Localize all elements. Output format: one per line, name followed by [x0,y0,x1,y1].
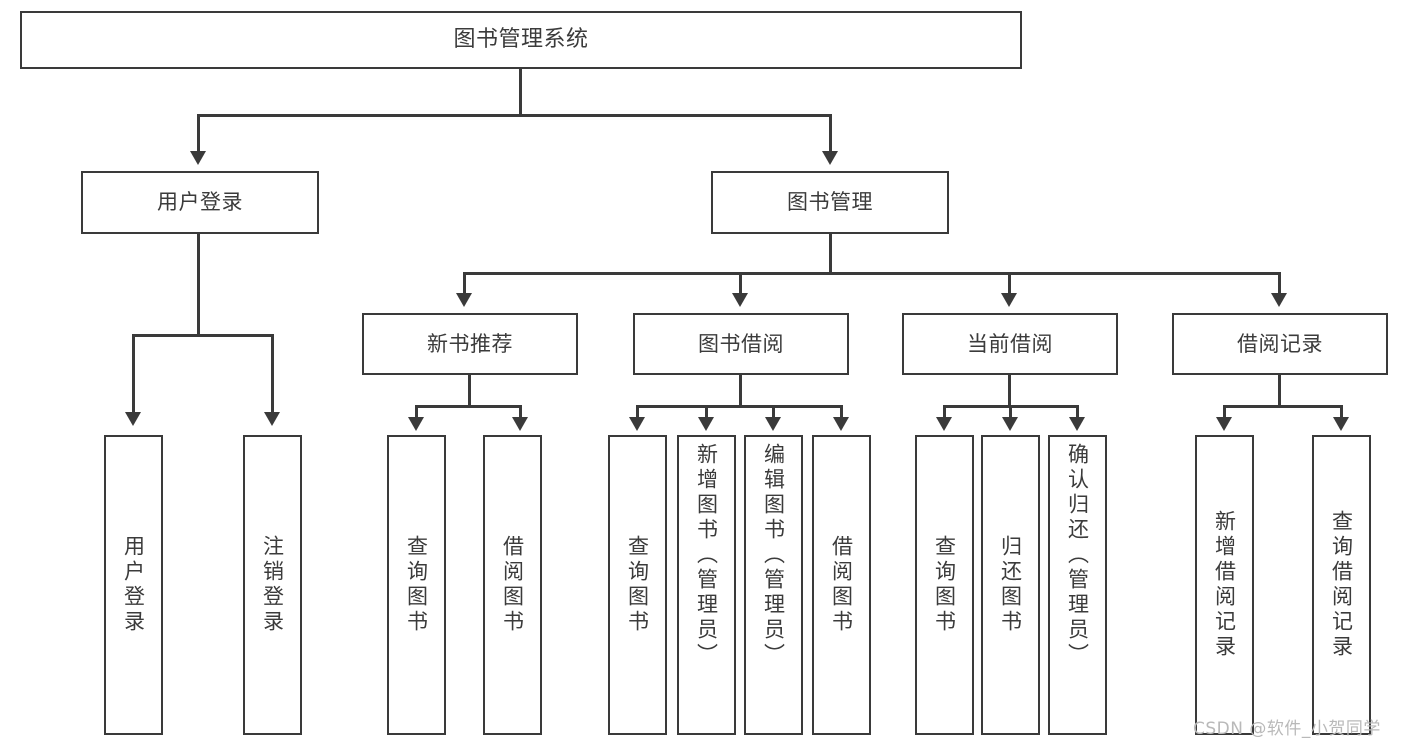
leaf-current-search-label: 查询图书 [932,535,957,635]
leaf-new-book-search-label: 查询图书 [404,535,429,635]
edge-user-login-bar [132,334,274,337]
leaf-current-return[interactable]: 归还图书 [981,435,1040,735]
edge-user-login-child2 [271,334,274,416]
leaf-new-book-borrow[interactable]: 借阅图书 [483,435,542,735]
edge-current-borrow-c2 [1009,405,1012,419]
edge-book-manage-bar [463,272,1281,275]
edge-user-login-child1 [132,334,135,416]
node-borrow-record-label: 借阅记录 [1237,331,1323,356]
edge-user-login-stem [197,234,200,335]
leaf-new-book-borrow-label: 借阅图书 [500,535,525,635]
leaf-logout[interactable]: 注销登录 [243,435,302,735]
edge-book-borrow-stem [739,375,742,407]
node-new-book-recommend[interactable]: 新书推荐 [362,313,578,375]
edge-borrow-record-stem [1278,375,1281,407]
leaf-record-add[interactable]: 新增借阅记录 [1195,435,1254,735]
arrow-book-borrow-c4 [833,417,849,431]
node-borrow-record[interactable]: 借阅记录 [1172,313,1388,375]
edge-new-book-stem [468,375,471,407]
node-root[interactable]: 图书管理系统 [20,11,1022,69]
arrow-root-to-book-manage [822,151,838,165]
arrow-current-borrow-c3 [1069,417,1085,431]
edge-root-to-user-login [197,114,200,154]
arrow-book-borrow-c3 [765,417,781,431]
leaf-current-return-label: 归还图书 [998,535,1023,635]
leaf-logout-label: 注销登录 [260,535,285,635]
leaf-current-search[interactable]: 查询图书 [915,435,974,735]
edge-book-borrow-c3 [772,405,775,419]
node-book-borrow-label: 图书借阅 [698,331,784,356]
edge-root-to-book-manage [829,114,832,154]
node-book-manage-label: 图书管理 [787,190,873,215]
leaf-borrow-book[interactable]: 借阅图书 [812,435,871,735]
leaf-record-add-label: 新增借阅记录 [1212,510,1237,660]
node-new-book-recommend-label: 新书推荐 [427,331,513,356]
edge-current-borrow-c1 [943,405,946,419]
leaf-borrow-search-label: 查询图书 [625,535,650,635]
arrow-bm-to-new-book [456,293,472,307]
leaf-borrow-search[interactable]: 查询图书 [608,435,667,735]
arrow-current-borrow-c1 [936,417,952,431]
edge-book-borrow-bar [636,405,842,408]
edge-bm-to-current-borrow [1008,272,1011,296]
edge-bm-to-new-book [463,272,466,296]
edge-book-borrow-c4 [840,405,843,419]
node-current-borrow[interactable]: 当前借阅 [902,313,1118,375]
edge-new-book-c1 [415,405,418,419]
arrow-new-book-c1 [408,417,424,431]
arrow-root-to-user-login [190,151,206,165]
node-root-label: 图书管理系统 [453,27,589,53]
edge-root-stem [519,68,522,114]
leaf-borrow-add-book[interactable]: 新增图书（管理员） [677,435,736,735]
node-current-borrow-label: 当前借阅 [967,331,1053,356]
leaf-user-login-label: 用户登录 [121,535,146,635]
edge-new-book-c2 [519,405,522,419]
node-user-login[interactable]: 用户登录 [81,171,319,234]
leaf-current-confirm-return[interactable]: 确认归还（管理员） [1048,435,1107,735]
arrow-user-login-child2 [264,412,280,426]
edge-current-borrow-stem [1008,375,1011,407]
edge-new-book-bar [415,405,522,408]
arrow-book-borrow-c2 [698,417,714,431]
watermark-text: CSDN @软件_小贺同学 [1193,719,1381,739]
leaf-new-book-search[interactable]: 查询图书 [387,435,446,735]
arrow-bm-to-book-borrow [732,293,748,307]
arrow-user-login-child1 [125,412,141,426]
arrow-bm-to-current-borrow [1001,293,1017,307]
edge-borrow-record-c1 [1223,405,1226,419]
edge-current-borrow-c3 [1076,405,1079,419]
leaf-record-search[interactable]: 查询借阅记录 [1312,435,1371,735]
node-book-borrow[interactable]: 图书借阅 [633,313,849,375]
leaf-borrow-add-book-label: 新增图书（管理员） [694,443,719,668]
node-user-login-label: 用户登录 [157,190,243,215]
node-book-manage[interactable]: 图书管理 [711,171,949,234]
edge-borrow-record-c2 [1340,405,1343,419]
leaf-record-search-label: 查询借阅记录 [1329,510,1354,660]
edge-bm-to-borrow-record [1278,272,1281,296]
arrow-borrow-record-c2 [1333,417,1349,431]
arrow-borrow-record-c1 [1216,417,1232,431]
edge-book-manage-stem [829,233,832,274]
arrow-book-borrow-c1 [629,417,645,431]
edge-bm-to-book-borrow [739,272,742,296]
arrow-new-book-c2 [512,417,528,431]
arrow-bm-to-borrow-record [1271,293,1287,307]
leaf-borrow-edit-book[interactable]: 编辑图书（管理员） [744,435,803,735]
edge-borrow-record-bar [1223,405,1342,408]
leaf-current-confirm-return-label: 确认归还（管理员） [1065,443,1090,668]
leaf-user-login[interactable]: 用户登录 [104,435,163,735]
edge-book-borrow-c1 [636,405,639,419]
leaf-borrow-book-label: 借阅图书 [829,535,854,635]
leaf-borrow-edit-book-label: 编辑图书（管理员） [761,443,786,668]
arrow-current-borrow-c2 [1002,417,1018,431]
edge-root-bar [198,114,832,117]
edge-book-borrow-c2 [705,405,708,419]
